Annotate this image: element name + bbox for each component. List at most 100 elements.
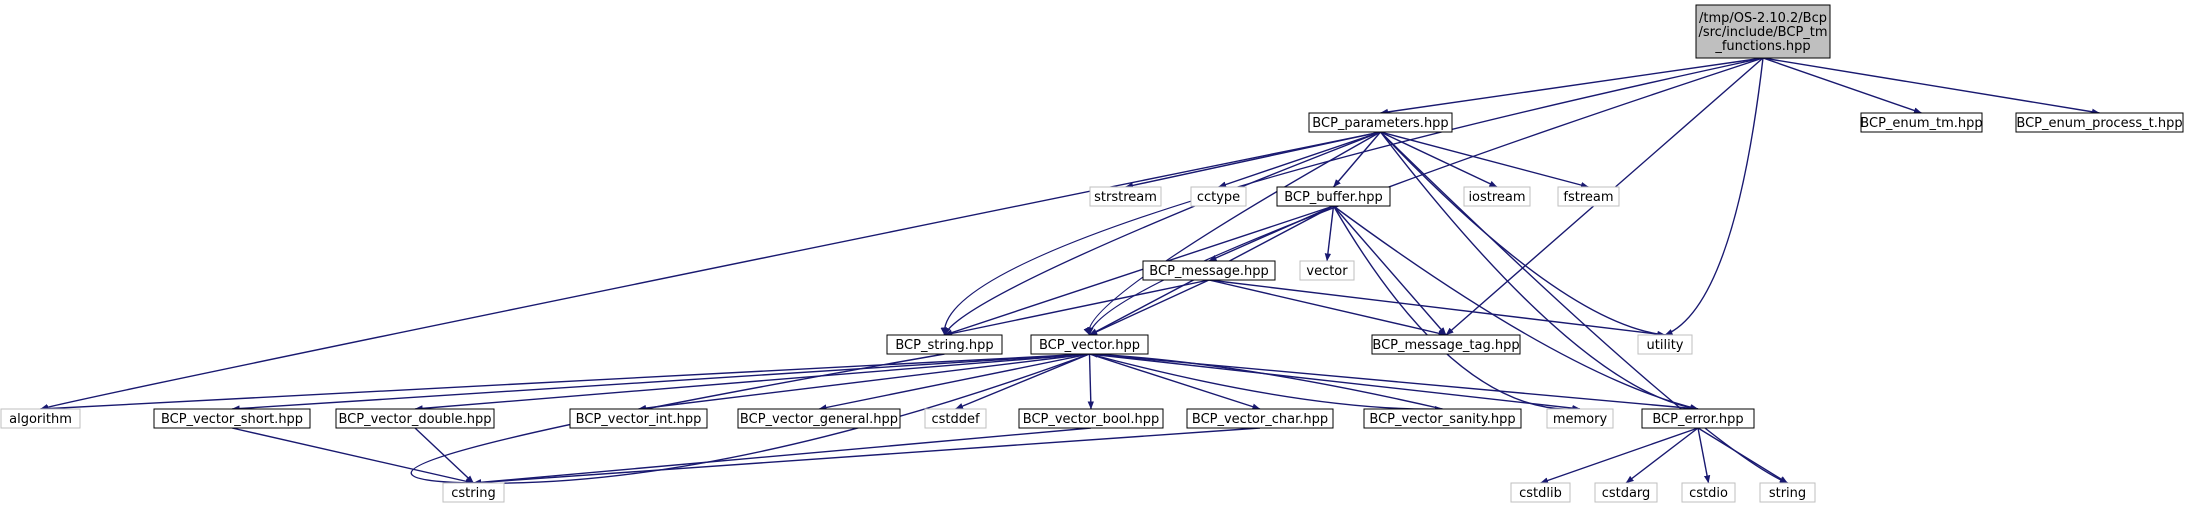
node-label: _functions.hpp [1714,39,1810,54]
node-label: string [1769,486,1806,501]
node-msgtag[interactable]: BCP_message_tag.hpp [1371,334,1521,355]
edge-vec-to-algorithm [40,353,1090,412]
node-label: fstream [1563,190,1613,205]
node-label: cstring [451,486,495,501]
node-label: BCP_string.hpp [895,338,993,353]
node-label: BCP_parameters.hpp [1312,116,1448,131]
node-label: BCP_enum_process_t.hpp [2016,116,2182,131]
node-label: vector [1306,264,1348,279]
node-label: /tmp/OS-2.10.2/Bcp [1699,11,1827,26]
edge-vdouble-to-cstring [414,427,474,484]
node-label: BCP_enum_tm.hpp [1860,116,1982,131]
edge-buffer-to-message [1208,205,1334,262]
node-box [1276,186,1391,207]
edge-params-to-iostream [1380,131,1498,188]
node-string_h[interactable]: BCP_string.hpp [886,334,1003,355]
node-label: cctype [1197,190,1240,205]
node-vint[interactable]: BCP_vector_int.hpp [569,408,708,429]
edge-vbool-to-cstring [473,427,1092,486]
node-box [1030,334,1149,355]
node-box [1641,408,1755,429]
edge-params-to-utility [1379,131,1666,338]
node-params[interactable]: BCP_parameters.hpp [1308,112,1453,133]
node-label: BCP_vector_bool.hpp [1023,412,1160,427]
node-vshort[interactable]: BCP_vector_short.hpp [153,408,311,429]
edge-root-to-vec [1087,57,1764,336]
node-label: memory [1553,412,1608,427]
node-enum_tm[interactable]: BCP_enum_tm.hpp [1860,112,1983,133]
node-label: utility [1647,338,1684,353]
node-box [1637,334,1693,355]
node-cstdlib: cstdlib [1510,482,1571,503]
edge-error-to-cstdio [1697,427,1711,484]
edge-root-to-enum_pt [1762,57,2100,115]
node-box [1142,260,1276,281]
node-vchar[interactable]: BCP_vector_char.hpp [1186,408,1334,429]
node-box [1463,186,1531,207]
node-error[interactable]: BCP_error.hpp [1641,408,1755,429]
node-label: BCP_buffer.hpp [1284,190,1383,205]
node-box [1308,112,1453,133]
node-box [1695,4,1831,59]
node-box [1190,186,1247,207]
node-cstring: cstring [442,482,505,503]
node-box [335,408,495,429]
edge-params-to-string_h [943,131,1381,336]
node-vgeneral[interactable]: BCP_vector_general.hpp [737,408,901,429]
edge-string_h-to-cstring [410,353,945,487]
edge-vchar-to-cstring [473,427,1261,486]
node-vbool[interactable]: BCP_vector_bool.hpp [1018,408,1164,429]
edge-vec-to-vint [638,353,1090,412]
edge-root-to-enum_tm [1762,57,1922,114]
node-box [1557,186,1620,207]
node-string: string [1759,482,1816,503]
node-label: iostream [1468,190,1525,205]
node-strstream: strstream [1089,186,1162,207]
node-vdouble[interactable]: BCP_vector_double.hpp [335,408,495,429]
node-label: BCP_vector_short.hpp [161,412,303,427]
node-label: BCP_message_tag.hpp [1372,338,1519,353]
node-memory: memory [1546,408,1614,429]
node-enum_pt[interactable]: BCP_enum_process_t.hpp [2015,112,2184,133]
edge-message-to-vec [1089,279,1210,336]
node-box [1594,482,1658,503]
node-box [1759,482,1816,503]
node-label: BCP_vector_char.hpp [1192,412,1328,427]
node-iostream: iostream [1463,186,1531,207]
node-box [1510,482,1571,503]
node-box [1371,334,1521,355]
edge-params-to-vec [1083,131,1381,336]
edge-vec-to-vgeneral [818,353,1090,411]
edge-error-to-cstdarg [1625,427,1699,484]
node-box [1089,186,1162,207]
node-label: strstream [1094,190,1157,205]
node-vsanity[interactable]: BCP_vector_sanity.hpp [1363,408,1522,429]
edge-vec-to-vdouble [414,353,1090,412]
edge-message-to-string_h [944,279,1210,337]
edge-error-to-string [1697,427,1788,484]
node-message[interactable]: BCP_message.hpp [1142,260,1276,281]
node-label: BCP_vector_general.hpp [740,412,898,427]
node-box [153,408,311,429]
node-vec[interactable]: BCP_vector.hpp [1030,334,1149,355]
edge-message-to-msgtag [1208,279,1447,337]
node-box [1681,482,1736,503]
edge-vec-to-memory [1089,353,1581,412]
node-buffer[interactable]: BCP_buffer.hpp [1276,186,1391,207]
edge-params-to-algorithm [40,131,1381,411]
node-box [442,482,505,503]
node-label: cstddef [931,412,980,427]
edge-vsanity-to-vec [1089,351,1443,410]
edge-message-to-utility [1208,279,1666,338]
node-label: cstdarg [1602,486,1651,501]
node-root[interactable]: /tmp/OS-2.10.2/Bcp/src/include/BCP_tm_fu… [1695,4,1831,59]
dependency-nodes: /tmp/OS-2.10.2/Bcp/src/include/BCP_tm_fu… [0,4,2184,503]
edge-buffer-to-vector [1324,205,1335,262]
edge-root-to-params [1380,57,1764,116]
node-cstdarg: cstdarg [1594,482,1658,503]
node-box [1860,112,1983,133]
node-cstddef: cstddef [924,408,987,429]
node-utility: utility [1637,334,1693,355]
edge-params-to-buffer [1332,131,1382,188]
node-box [1018,408,1164,429]
